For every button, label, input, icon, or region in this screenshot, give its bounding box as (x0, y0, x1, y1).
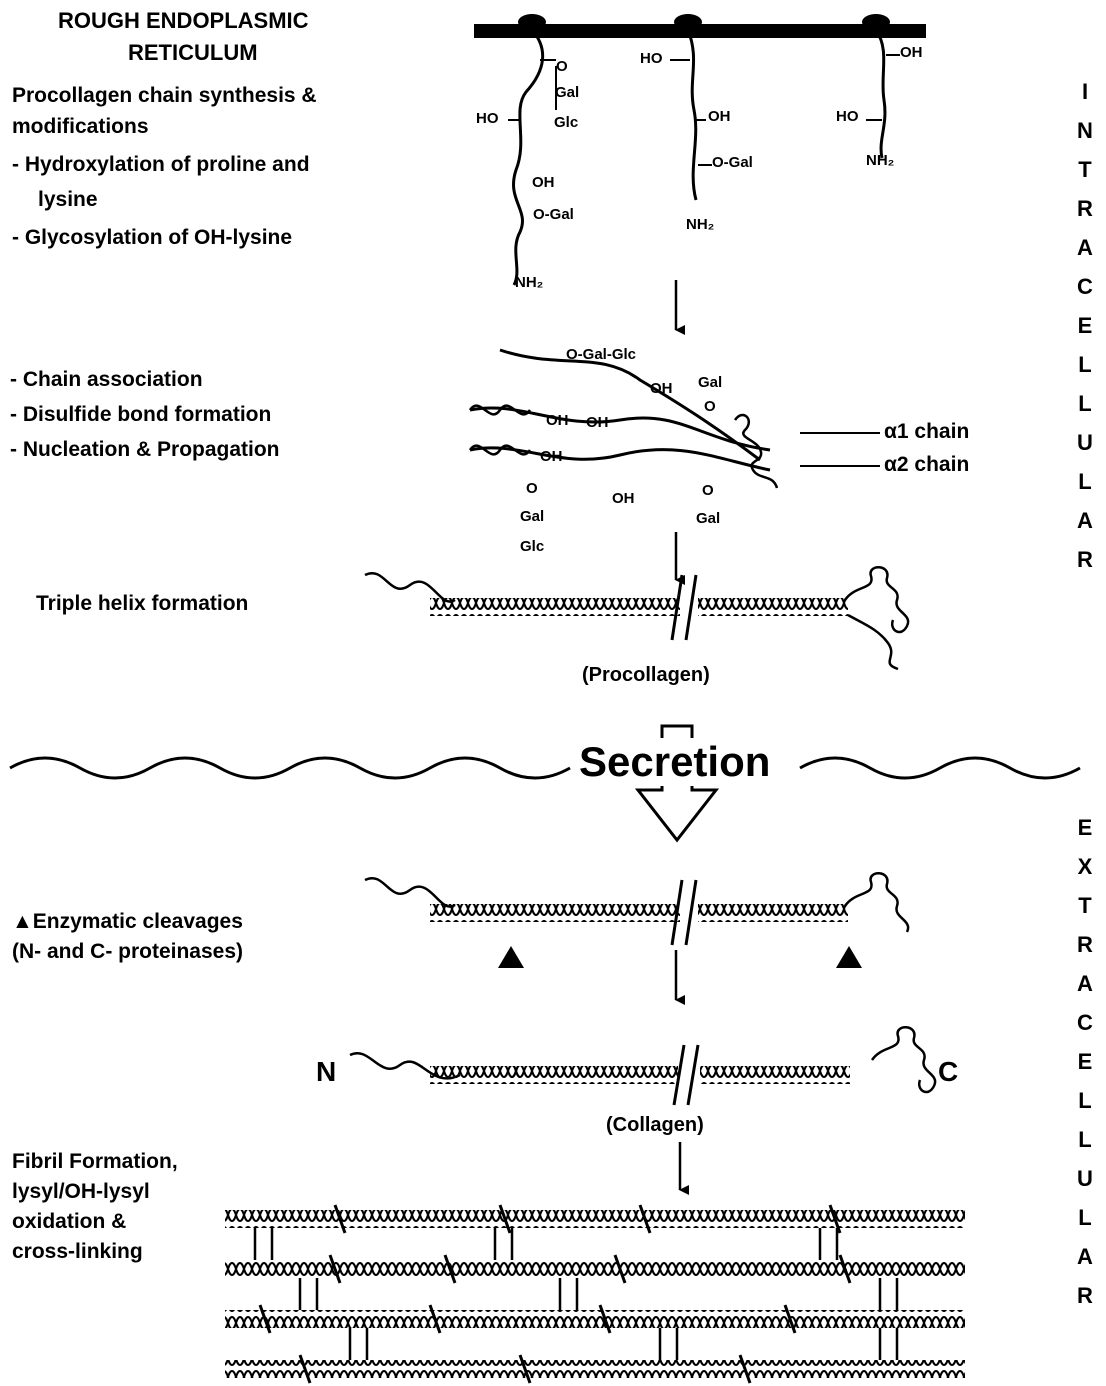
chem-o-4: O (704, 398, 716, 415)
fibril-array (225, 1205, 965, 1383)
chem-oh-7: OH (540, 448, 563, 465)
cell-membrane (10, 758, 1080, 778)
ribosome-2 (674, 14, 702, 30)
step-enzymatic-line2: (N- and C- proteinases) (12, 940, 243, 964)
synthesis-heading-line1: Procollagen chain synthesis & (12, 84, 317, 108)
cleavage-helix-left (430, 904, 680, 922)
chem-gal-5: Gal (520, 508, 544, 525)
chem-oh-6: OH (586, 414, 609, 431)
chem-gal-1: Gal (555, 84, 579, 101)
step-fibril-line2: lysyl/OH-lysyl (12, 1180, 150, 1204)
intracellular-letter: L (1078, 345, 1091, 384)
extracellular-letter: R (1077, 1276, 1093, 1315)
label-procollagen: (Procollagen) (582, 664, 710, 687)
n-propeptide (430, 1066, 520, 1084)
synthesis-heading-line2: modifications (12, 115, 149, 139)
label-c-terminus: C (938, 1056, 958, 1088)
collagen-helix-right (700, 1066, 850, 1084)
label-n-terminus: N (316, 1056, 336, 1088)
extracellular-letter: A (1077, 964, 1093, 1003)
alpha-chain-a (500, 350, 760, 460)
nascent-chain-3 (876, 30, 885, 158)
step-fibril-line1: Fibril Formation, (12, 1150, 178, 1174)
nascent-chain-2 (688, 30, 696, 200)
chem-o-5: O (526, 480, 538, 497)
step-nucleation: - Nucleation & Propagation (10, 438, 280, 462)
step-fibril-line4: cross-linking (12, 1240, 143, 1264)
chem-oh-4: OH (650, 380, 673, 397)
extracellular-letter: E (1078, 808, 1093, 847)
chem-oh-2: OH (708, 108, 731, 125)
collagen-helix-left (510, 1066, 678, 1084)
ribosome-3 (862, 14, 890, 30)
chem-ho-1: HO (476, 110, 499, 127)
chem-nh2-1: NH₂ (515, 274, 543, 291)
chem-oh-8: OH (612, 490, 635, 507)
chem-o-gal-1: O-Gal (533, 206, 574, 223)
intracellular-letter: U (1077, 423, 1093, 462)
chem-gal-6: Gal (696, 510, 720, 527)
label-collagen: (Collagen) (606, 1114, 704, 1137)
step-enzymatic-line1: ▲Enzymatic cleavages (12, 910, 243, 934)
cleavage-marker-n (498, 946, 524, 968)
extracellular-letter: U (1077, 1159, 1093, 1198)
extracellular-letter: T (1078, 886, 1091, 925)
step-chain-association: - Chain association (10, 368, 203, 392)
extracellular-letter: C (1077, 1003, 1093, 1042)
intracellular-letter: R (1077, 540, 1093, 579)
cleavage-marker-c (836, 946, 862, 968)
chem-oh-3: OH (900, 44, 923, 61)
extracellular-letter: R (1077, 925, 1093, 964)
chem-ho-2: HO (640, 50, 663, 67)
ribosome-1 (518, 14, 546, 30)
label-secretion: Secretion (575, 738, 774, 786)
chem-o-1: O (556, 58, 568, 75)
chem-o-gal-glc: O-Gal-Glc (566, 346, 636, 363)
chem-o-6: O (702, 482, 714, 499)
label-alpha2-chain: α2 chain (884, 453, 969, 477)
chem-nh2-3: NH₂ (866, 152, 894, 169)
procollagen-helix-right (698, 598, 848, 616)
alpha-chain-b (470, 408, 770, 450)
cleavage-helix-right (698, 904, 848, 922)
nascent-chain-1 (514, 30, 543, 285)
chem-oh-5: OH (546, 412, 569, 429)
step-triple-helix: Triple helix formation (36, 592, 248, 616)
rer-title-line2: RETICULUM (128, 40, 258, 65)
extracellular-letter: L (1078, 1198, 1091, 1237)
extracellular-letter: E (1078, 1042, 1093, 1081)
step-hydroxylation-line2: lysine (38, 188, 98, 212)
intracellular-letter: L (1078, 462, 1091, 501)
intracellular-letter: A (1077, 501, 1093, 540)
step-glycosylation: - Glycosylation of OH-lysine (12, 226, 292, 250)
intracellular-letter: C (1077, 267, 1093, 306)
extracellular-letter: X (1078, 847, 1093, 886)
chem-ho-3: HO (836, 108, 859, 125)
chem-glc-5: Glc (520, 538, 544, 555)
intracellular-label: I N T R A C E L L U L A R (1072, 72, 1098, 579)
chem-o-gal-2: O-Gal (712, 154, 753, 171)
extracellular-letter: A (1077, 1237, 1093, 1276)
procollagen-helix-left (430, 598, 680, 616)
chem-gal-4: Gal (698, 374, 722, 391)
step-disulfide: - Disulfide bond formation (10, 403, 271, 427)
intracellular-letter: I (1082, 72, 1088, 111)
rer-title-line1: ROUGH ENDOPLASMIC (58, 8, 309, 33)
intracellular-letter: A (1077, 228, 1093, 267)
extracellular-label: E X T R A C E L L U L A R (1072, 808, 1098, 1315)
chem-glc-1: Glc (554, 114, 578, 131)
chem-oh-1: OH (532, 174, 555, 191)
chem-nh2-2: NH₂ (686, 216, 714, 233)
step-fibril-line3: oxidation & (12, 1210, 126, 1234)
step-hydroxylation-line1: - Hydroxylation of proline and (12, 153, 310, 177)
intracellular-letter: T (1078, 150, 1091, 189)
label-alpha1-chain: α1 chain (884, 420, 969, 444)
intracellular-letter: E (1078, 306, 1093, 345)
intracellular-letter: N (1077, 111, 1093, 150)
extracellular-letter: L (1078, 1120, 1091, 1159)
extracellular-letter: L (1078, 1081, 1091, 1120)
intracellular-letter: R (1077, 189, 1093, 228)
intracellular-letter: L (1078, 384, 1091, 423)
